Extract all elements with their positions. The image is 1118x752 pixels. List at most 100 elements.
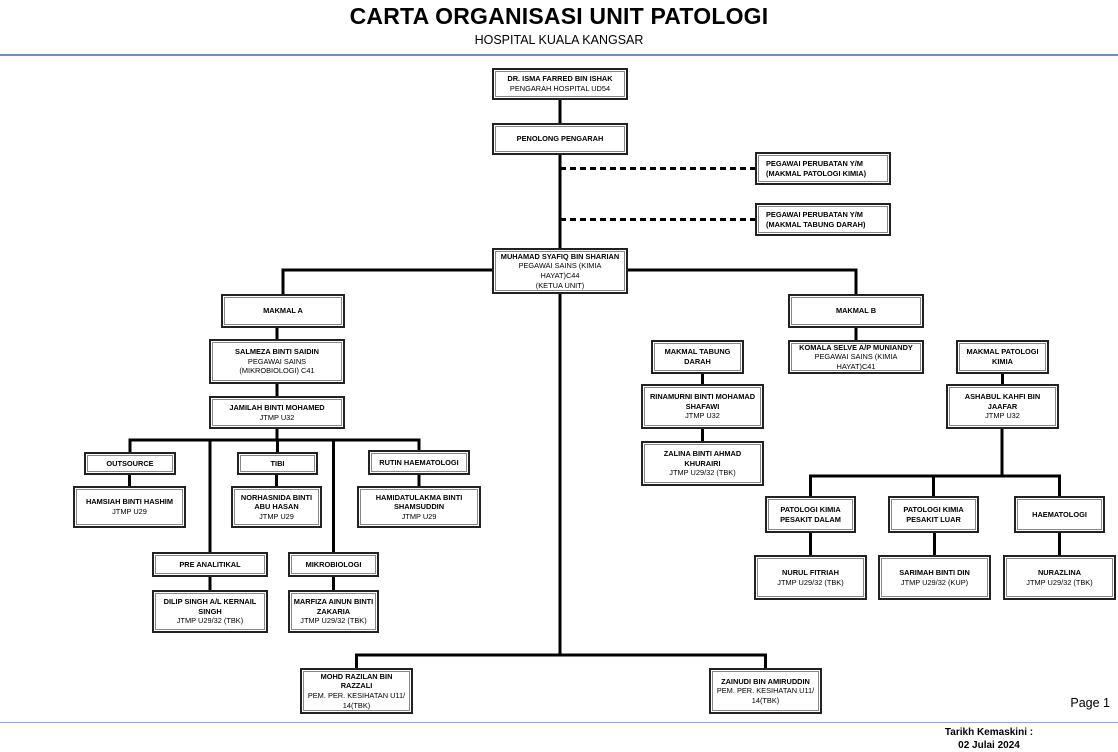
node-name: MAKMAL A bbox=[263, 306, 303, 316]
connector-ketua-zainudi bbox=[558, 294, 767, 668]
node-makmal-b[interactable]: MAKMAL B bbox=[788, 294, 924, 328]
node-tibi[interactable]: TIBI bbox=[237, 452, 318, 475]
node-zalina[interactable]: ZALINA BINTI AHMAD KHURAIRI JTMP U29/32 … bbox=[641, 441, 764, 486]
node-penolong-pengarah[interactable]: PENOLONG PENGARAH bbox=[492, 123, 628, 155]
node-role: PENGARAH HOSPITAL UD54 bbox=[509, 84, 611, 93]
node-ketua-unit[interactable]: MUHAMAD SYAFIQ BIN SHARIAN PEGAWAI SAINS… bbox=[492, 248, 628, 294]
node-haematologi[interactable]: HAEMATOLOGI bbox=[1014, 496, 1105, 533]
node-name: MIKROBIOLOGI bbox=[305, 559, 362, 569]
node-name: MAKMAL B bbox=[835, 306, 877, 316]
node-nurul-fitriah[interactable]: NURUL FITRIAH JTMP U29/32 (TBK) bbox=[754, 555, 867, 600]
chart-subtitle: HOSPITAL KUALA KANGSAR bbox=[474, 33, 644, 47]
chart-title: CARTA ORGANISASI UNIT PATOLOGI bbox=[349, 3, 769, 29]
node-name: DR. ISMA FARRED BIN ISHAK bbox=[507, 74, 613, 84]
node-name: NORHASNIDA BINTI ABU HASAN bbox=[240, 492, 313, 512]
node-name: ZALINA BINTI AHMAD KHURAIRI bbox=[663, 449, 742, 468]
node-name: PATOLOGI KIMIA PESAKIT LUAR bbox=[903, 504, 964, 524]
connector-ketua-makmal_a bbox=[281, 268, 492, 294]
node-name: NURUL FITRIAH bbox=[782, 567, 839, 577]
node-patologi-kimia-pesakit-luar[interactable]: PATOLOGI KIMIA PESAKIT LUAR bbox=[888, 496, 979, 533]
node-name: MOHD RAZILAN BIN RAZZALI bbox=[320, 671, 393, 691]
node-role: PEGAWAI SAINS (MIKROBIOLOGI) C41 bbox=[239, 356, 315, 376]
last-updated-label: Tarikh Kemaskini : bbox=[944, 727, 1034, 738]
node-name: HAMSIAH BINTI HASHIM bbox=[85, 497, 174, 507]
node-role: JTMP U29/32 (KUP) bbox=[900, 577, 969, 587]
node-pre-analitikal[interactable]: PRE ANALITIKAL bbox=[152, 552, 268, 577]
footer-divider bbox=[0, 722, 1118, 723]
node-dilip[interactable]: DILIP SINGH A/L KERNAIL SINGH JTMP U29/3… bbox=[152, 590, 268, 633]
node-name: OUTSOURCE bbox=[106, 458, 154, 468]
node-salmeza[interactable]: SALMEZA BINTI SAIDIN PEGAWAI SAINS (MIKR… bbox=[209, 339, 345, 384]
node-role: JTMP U29 bbox=[401, 511, 437, 521]
last-updated: Tarikh Kemaskini : 02 Julai 2024 bbox=[930, 726, 1048, 752]
node-role: JTMP U29/32 (TBK) bbox=[777, 577, 844, 587]
node-jamilah[interactable]: JAMILAH BINTI MOHAMED JTMP U32 bbox=[209, 396, 345, 429]
node-role: JTMP U29/32 (TBK) bbox=[1026, 577, 1093, 587]
node-makmal-a[interactable]: MAKMAL A bbox=[221, 294, 345, 328]
node-makmal-patologi-kimia[interactable]: MAKMAL PATOLOGI KIMIA bbox=[956, 340, 1049, 374]
connector-ketua-mohd_razilan bbox=[355, 294, 562, 668]
node-mikrobiologi[interactable]: MIKROBIOLOGI bbox=[288, 552, 379, 577]
node-pegawai-perubatan-kimia[interactable]: PEGAWAI PERUBATAN Y/M (MAKMAL PATOLOGI K… bbox=[755, 152, 891, 185]
node-rinamurni[interactable]: RINAMURNI BINTI MOHAMAD SHAFAWI JTMP U32 bbox=[641, 384, 764, 429]
node-name: MARFIZA AINUN BINTI ZAKARIA bbox=[293, 597, 374, 616]
node-name: MUHAMAD SYAFIQ BIN SHARIAN bbox=[500, 251, 620, 261]
node-name: PEGAWAI PERUBATAN Y/M bbox=[766, 209, 863, 219]
node-patologi-kimia-pesakit-dalam[interactable]: PATOLOGI KIMIA PESAKIT DALAM bbox=[765, 496, 856, 533]
node-name: ZAINUDI BIN AMIRUDDIN bbox=[721, 676, 810, 686]
node-pengarah[interactable]: DR. ISMA FARRED BIN ISHAK PENGARAH HOSPI… bbox=[492, 68, 628, 100]
connector-ashabul-haematologi bbox=[1000, 429, 1061, 496]
node-mohd-razilan[interactable]: MOHD RAZILAN BIN RAZZALI PEM. PER. KESIH… bbox=[300, 668, 413, 714]
node-name: PENOLONG PENGARAH bbox=[516, 134, 604, 144]
node-hamidatulakma[interactable]: HAMIDATULAKMA BINTI SHAMSUDDIN JTMP U29 bbox=[357, 486, 481, 528]
node-zainudi[interactable]: ZAINUDI BIN AMIRUDDIN PEM. PER. KESIHATA… bbox=[709, 668, 822, 714]
node-makmal-tabung-darah[interactable]: MAKMAL TABUNG DARAH bbox=[651, 340, 744, 374]
node-name: PEGAWAI PERUBATAN Y/M bbox=[766, 158, 863, 168]
node-name: PATOLOGI KIMIA PESAKIT DALAM bbox=[780, 504, 841, 524]
node-name: MAKMAL PATOLOGI KIMIA bbox=[966, 347, 1039, 366]
node-role: JTMP U29/32 (TBK) bbox=[176, 616, 244, 626]
node-role: JTMP U29/32 (TBK) bbox=[300, 616, 367, 626]
node-hamsiah[interactable]: HAMSIAH BINTI HASHIM JTMP U29 bbox=[73, 486, 186, 528]
node-sarimah[interactable]: SARIMAH BINTI DIN JTMP U29/32 (KUP) bbox=[878, 555, 991, 600]
connector-jamilah-mikrobiologi bbox=[275, 429, 335, 552]
node-norhasnida[interactable]: NORHASNIDA BINTI ABU HASAN JTMP U29 bbox=[231, 486, 322, 528]
connector-ketua-makmal_b bbox=[628, 268, 858, 294]
node-rutin-haematologi[interactable]: RUTIN HAEMATOLOGI bbox=[368, 450, 470, 475]
page-number: Page 1 bbox=[1070, 696, 1110, 710]
node-role: PEGAWAI SAINS (KIMIA HAYAT)C41 bbox=[814, 352, 898, 371]
node-name: ASHABUL KAHFI BIN JAAFAR bbox=[964, 392, 1041, 411]
node-role: (MAKMAL PATOLOGI KIMIA) bbox=[766, 168, 867, 178]
node-role: PEM. PER. KESIHATAN U11/ 14(TBK) bbox=[716, 686, 815, 705]
node-name: NURAZLINA bbox=[1037, 567, 1082, 577]
last-updated-date: 02 Julai 2024 bbox=[958, 740, 1020, 751]
node-name: RINAMURNI BINTI MOHAMAD SHAFAWI bbox=[649, 392, 756, 411]
node-name: SALMEZA BINTI SAIDIN bbox=[235, 347, 319, 357]
node-outsource[interactable]: OUTSOURCE bbox=[84, 452, 176, 475]
node-nurazlina[interactable]: NURAZLINA JTMP U29/32 (TBK) bbox=[1003, 555, 1116, 600]
node-name: PRE ANALITIKAL bbox=[179, 559, 241, 569]
node-role: JTMP U29/32 (TBK) bbox=[669, 468, 736, 478]
node-name: MAKMAL TABUNG DARAH bbox=[664, 347, 731, 366]
node-komala[interactable]: KOMALA SELVE A/P MUNIANDY PEGAWAI SAINS … bbox=[788, 340, 924, 374]
node-role: PEM. PER. KESIHATAN U11/ 14(TBK) bbox=[307, 691, 406, 710]
node-role: JTMP U32 bbox=[985, 411, 1020, 421]
node-name: HAMIDATULAKMA BINTI SHAMSUDDIN bbox=[375, 492, 463, 512]
node-name: JAMILAH BINTI MOHAMED bbox=[229, 402, 325, 412]
node-role: JTMP U29 bbox=[112, 507, 147, 516]
node-note: (KETUA UNIT) bbox=[535, 280, 585, 290]
node-role: JTMP U32 bbox=[259, 412, 295, 422]
node-role: (MAKMAL TABUNG DARAH) bbox=[766, 219, 866, 229]
node-name: HAEMATOLOGI bbox=[1032, 509, 1087, 519]
node-name: KOMALA SELVE A/P MUNIANDY bbox=[799, 342, 913, 352]
node-name: SARIMAH BINTI DIN bbox=[899, 567, 970, 577]
node-marfiza[interactable]: MARFIZA AINUN BINTI ZAKARIA JTMP U29/32 … bbox=[288, 590, 379, 633]
connector-ashabul-pk_dalam bbox=[809, 429, 1004, 496]
node-pegawai-perubatan-darah[interactable]: PEGAWAI PERUBATAN Y/M (MAKMAL TABUNG DAR… bbox=[755, 203, 891, 236]
node-ashabul[interactable]: ASHABUL KAHFI BIN JAAFAR JTMP U32 bbox=[946, 384, 1059, 429]
header-divider bbox=[0, 54, 1118, 56]
node-role: PEGAWAI SAINS (KIMIA HAYAT)C44 bbox=[518, 261, 602, 280]
node-role: JTMP U29 bbox=[259, 511, 294, 521]
node-name: DILIP SINGH A/L KERNAIL SINGH bbox=[163, 597, 257, 616]
